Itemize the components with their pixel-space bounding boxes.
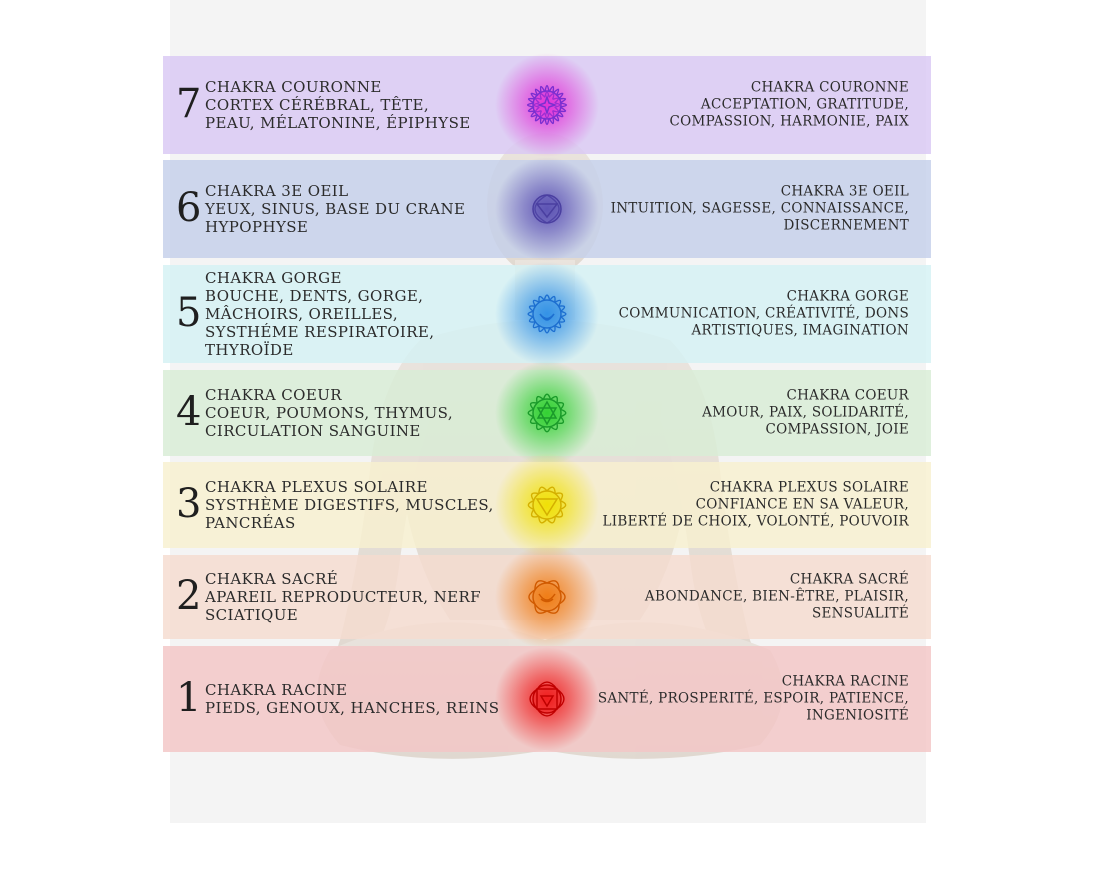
chakra-number: 3 (176, 481, 202, 528)
quality-line: ARTISTIQUES, IMAGINATION (691, 322, 909, 339)
body-area-line: PIEDS, GENOUX, HANCHES, REINS (205, 699, 500, 717)
body-area-line: CHAKRA 3E OEIL (205, 182, 349, 200)
quality-line: AMOUR, PAIX, SOLIDARITÉ, (702, 404, 909, 421)
chakra-emblem (529, 681, 565, 717)
quality-line: CHAKRA 3E OEIL (780, 183, 909, 200)
quality-line: SENSUALITÉ (811, 605, 909, 622)
throat-lotus-icon (495, 262, 599, 366)
heart-star-icon (495, 361, 599, 465)
body-area-line: CHAKRA GORGE (205, 269, 342, 287)
chakra-glow (495, 453, 599, 557)
body-area-line: THYROÏDE (205, 341, 294, 359)
quality-line: CHAKRA COEUR (786, 387, 909, 404)
body-area-line: CHAKRA RACINE (205, 681, 348, 699)
chakra-number: 4 (176, 389, 202, 436)
quality-line: CHAKRA SACRÉ (789, 571, 909, 588)
chakra-number: 2 (176, 573, 202, 620)
quality-line: CHAKRA COURONNE (750, 79, 909, 96)
chakra-emblem (527, 486, 567, 524)
chakra-emblem (526, 84, 568, 126)
chakra-glow (495, 361, 599, 465)
sacral-lotus-icon (495, 545, 599, 649)
body-area-line: PEAU, MÉLATONINE, ÉPIPHYSE (205, 114, 471, 132)
quality-line: INTUITION, SAGESSE, CONNAISSANCE, (610, 200, 909, 217)
chakra-number: 6 (176, 185, 202, 232)
chakra-emblem (527, 393, 567, 433)
chakra-number: 1 (176, 675, 202, 722)
solar-plexus-icon (495, 453, 599, 557)
quality-line: COMPASSION, JOIE (765, 421, 909, 438)
body-area-line: CORTEX CÉRÉBRAL, TÊTE, (205, 96, 430, 114)
quality-line: LIBERTÉ DE CHOIX, VOLONTÉ, POUVOIR (602, 513, 909, 530)
body-area-line: HYPOPHYSE (205, 218, 309, 236)
body-area-line: BOUCHE, DENTS, GORGE, (205, 287, 424, 305)
quality-line: CONFIANCE EN SA VALEUR, (695, 496, 909, 513)
chakra-number: 5 (176, 290, 202, 337)
chakra-glow (495, 545, 599, 649)
quality-line: DISCERNEMENT (783, 217, 909, 234)
quality-line: CHAKRA GORGE (786, 288, 909, 305)
chakra-glow (495, 157, 599, 261)
body-area-line: YEUX, SINUS, BASE DU CRANE (205, 200, 466, 218)
crown-lotus-icon (495, 53, 599, 157)
quality-line: COMMUNICATION, CRÉATIVITÉ, DONS (618, 305, 909, 322)
third-eye-icon (495, 157, 599, 261)
chakra-glow (495, 262, 599, 366)
quality-line: CHAKRA RACINE (781, 673, 909, 690)
chakra-glow (495, 53, 599, 157)
chakra-glow (495, 647, 599, 751)
body-area-line: SCIATIQUE (205, 606, 299, 624)
body-area-line: SYSTHÈME DIGESTIFS, MUSCLES, (205, 496, 494, 514)
body-area-line: APAREIL REPRODUCTEUR, NERF (205, 588, 481, 606)
quality-line: COMPASSION, HARMONIE, PAIX (669, 113, 909, 130)
body-area-line: CHAKRA COEUR (205, 386, 342, 404)
body-area-line: COEUR, POUMONS, THYMUS, (205, 404, 453, 422)
quality-line: CHAKRA PLEXUS SOLAIRE (709, 479, 909, 496)
chakra-emblem (528, 580, 566, 614)
quality-line: INGENIOSITÉ (806, 707, 909, 724)
quality-line: ACCEPTATION, GRATITUDE, (700, 96, 909, 113)
quality-line: ABONDANCE, BIEN-ÊTRE, PLAISIR, (644, 588, 909, 605)
body-area-line: CHAKRA SACRÉ (205, 570, 339, 588)
body-area-line: PANCRÉAS (205, 514, 296, 532)
body-area-line: CHAKRA PLEXUS SOLAIRE (205, 478, 428, 496)
chakra-number: 7 (176, 81, 202, 128)
body-area-line: CIRCULATION SANGUINE (205, 422, 421, 440)
chakra-emblem (532, 194, 562, 224)
body-area-line: MÂCHOIRS, OREILLES, (205, 305, 398, 323)
quality-line: SANTÉ, PROSPERITÉ, ESPOIR, PATIENCE, (597, 690, 909, 707)
root-square-icon (495, 647, 599, 751)
chakra-emblem (527, 294, 567, 334)
body-area-line: SYSTHÉME RESPIRATOIRE, (205, 323, 435, 341)
body-area-line: CHAKRA COURONNE (205, 78, 382, 96)
